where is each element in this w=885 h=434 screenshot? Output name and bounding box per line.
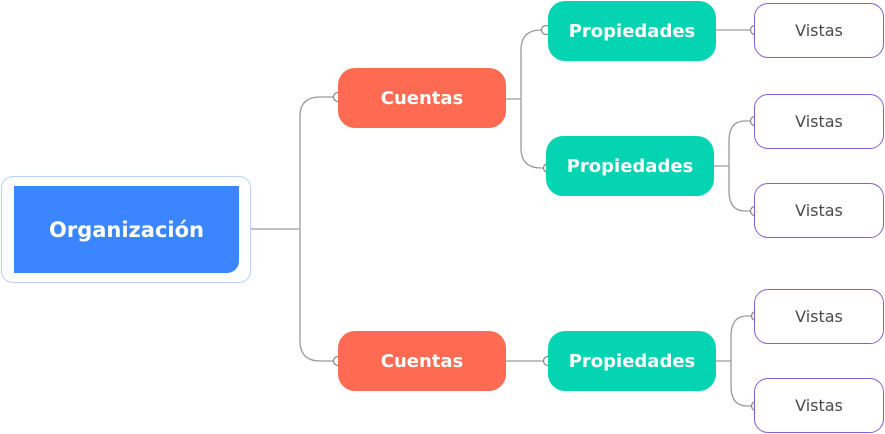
property-node-1[interactable]: Propiedades <box>548 1 716 61</box>
view-node-2[interactable]: Vistas <box>754 94 884 149</box>
view-node-4[interactable]: Vistas <box>754 289 884 344</box>
connector-root-accounts <box>251 96 338 362</box>
account-node-2[interactable]: Cuentas <box>338 331 506 391</box>
account-node-label: Cuentas <box>380 350 464 372</box>
account-node-label: Cuentas <box>380 87 464 109</box>
view-node-label: Vistas <box>795 21 843 40</box>
property-node-3[interactable]: Propiedades <box>548 331 716 391</box>
connector-property3-views <box>716 315 756 407</box>
view-node-5[interactable]: Vistas <box>754 378 884 433</box>
view-node-3[interactable]: Vistas <box>754 183 884 238</box>
connector-account1-properties <box>506 29 548 169</box>
property-node-2[interactable]: Propiedades <box>546 136 714 196</box>
property-node-label: Propiedades <box>566 155 694 177</box>
property-node-label: Propiedades <box>568 350 696 372</box>
view-node-label: Vistas <box>795 112 843 131</box>
property-node-label: Propiedades <box>568 20 696 42</box>
view-node-1[interactable]: Vistas <box>754 3 884 58</box>
root-node[interactable]: Organización <box>14 186 239 273</box>
root-node-label: Organización <box>49 217 204 242</box>
view-node-label: Vistas <box>795 307 843 326</box>
view-node-label: Vistas <box>795 396 843 415</box>
account-node-1[interactable]: Cuentas <box>338 68 506 128</box>
connector-property2-views <box>714 120 755 212</box>
view-node-label: Vistas <box>795 201 843 220</box>
